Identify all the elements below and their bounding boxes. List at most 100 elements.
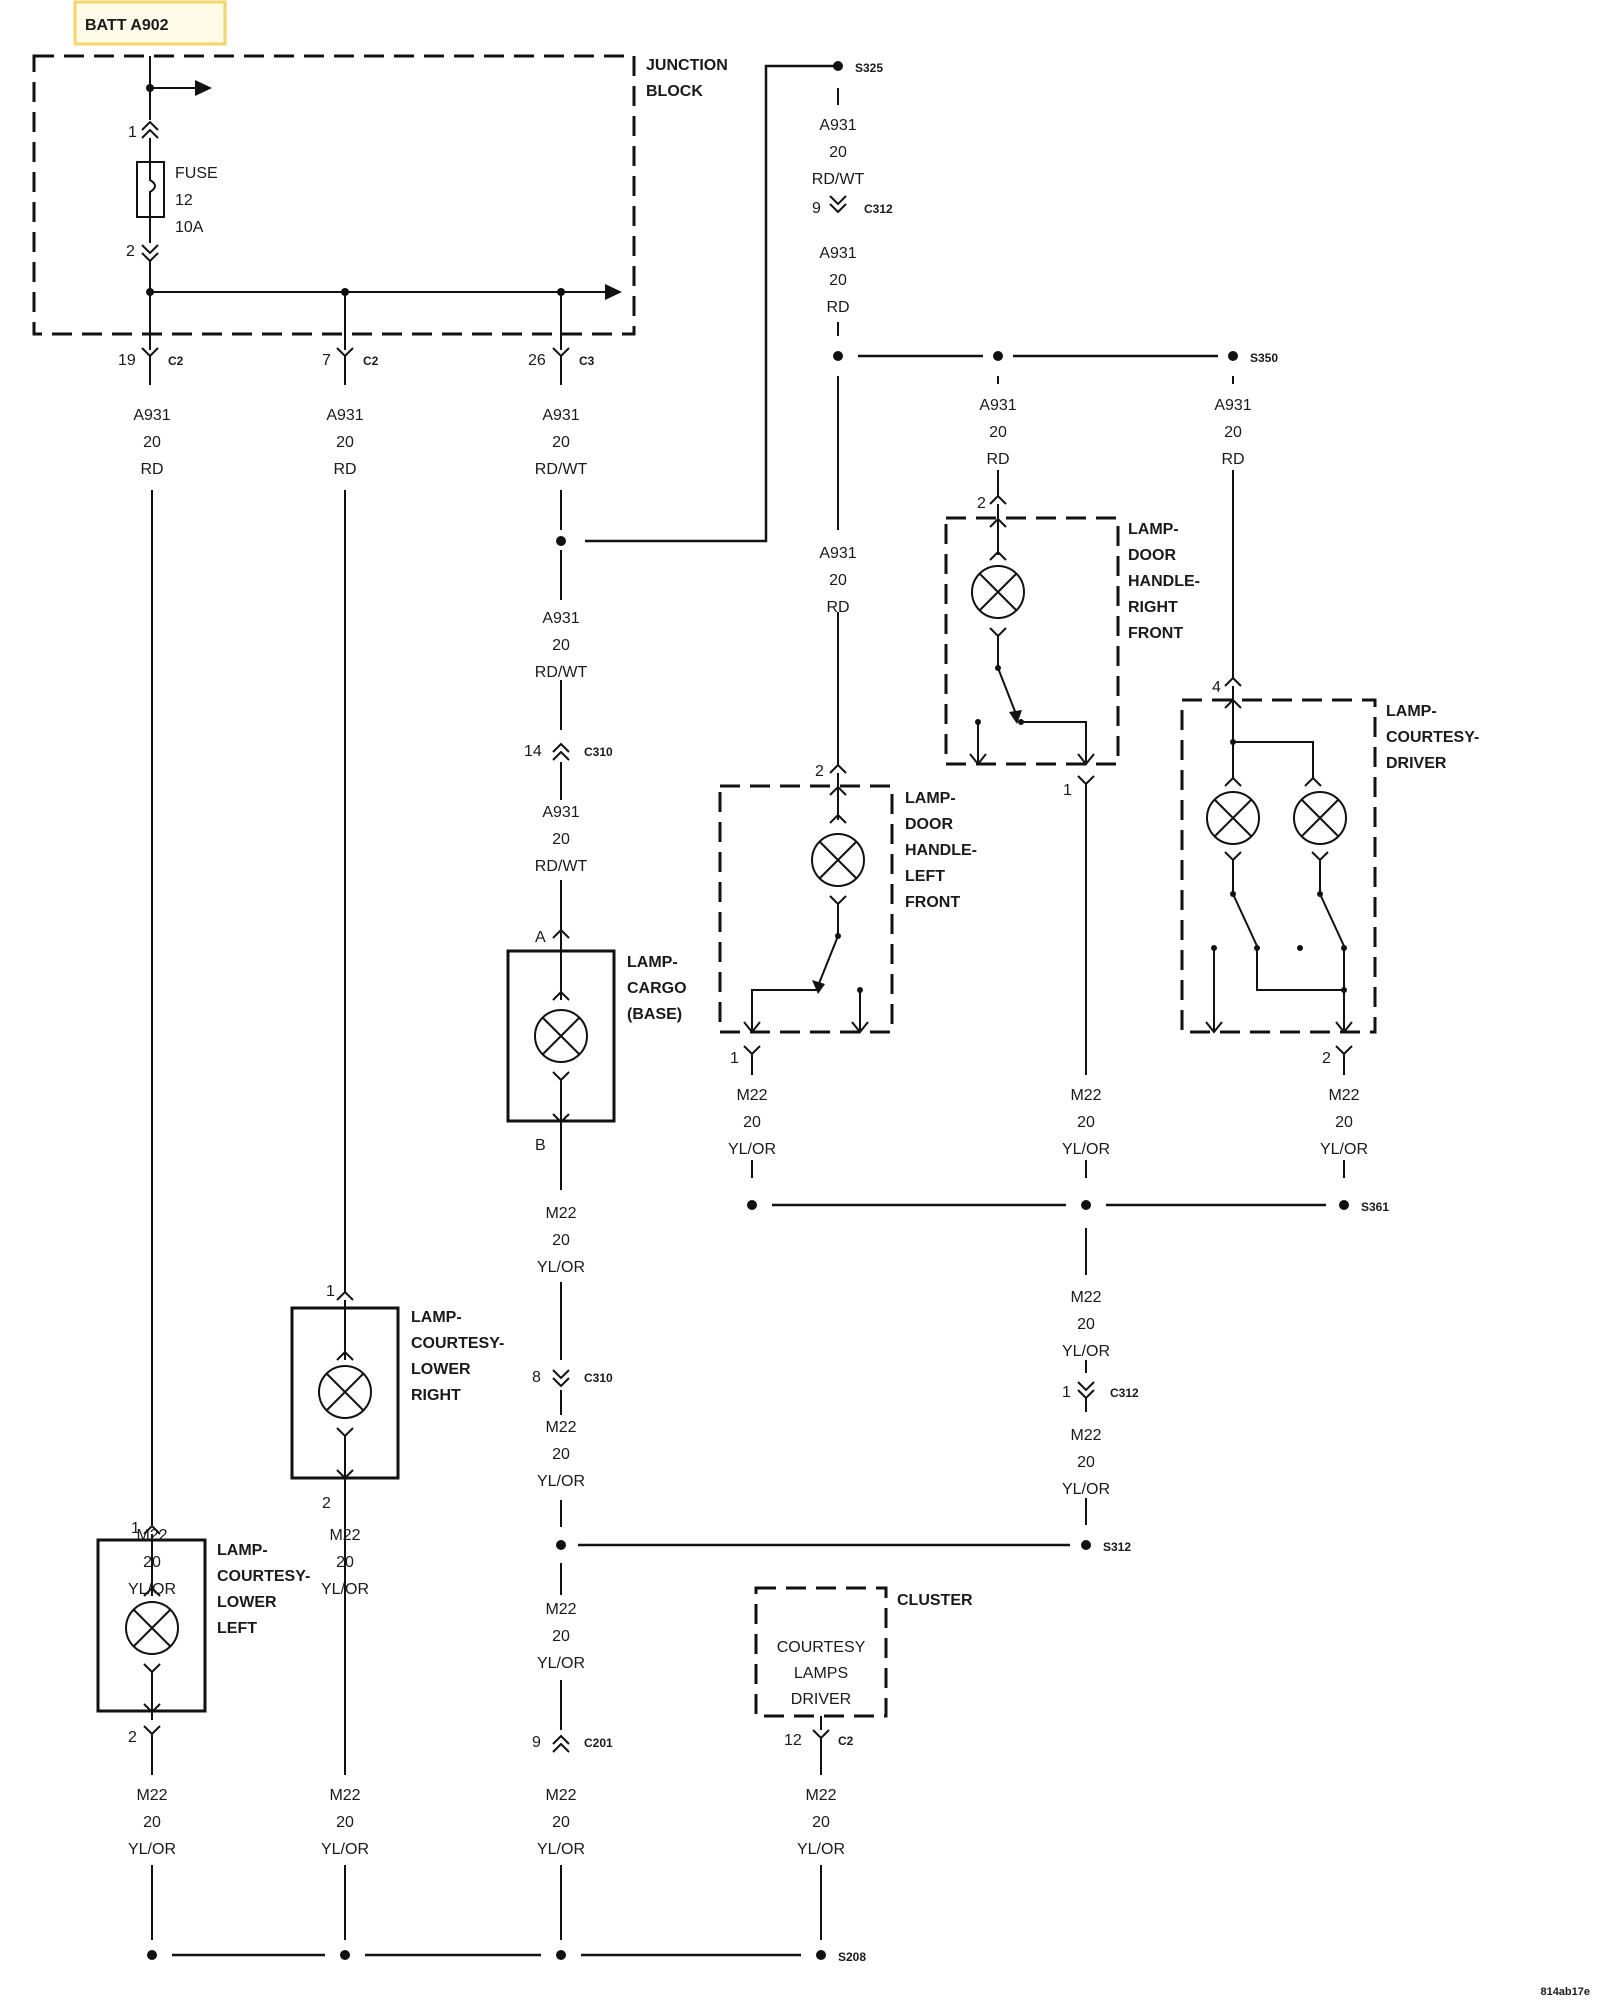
wire-label-gauge: 20 <box>552 1232 570 1249</box>
wire-label-circuit: A931 <box>979 397 1016 414</box>
svg-text:LOWER: LOWER <box>411 1361 471 1378</box>
svg-text:LAMP-: LAMP- <box>217 1542 268 1559</box>
cluster-c2-pin: 12 <box>784 1732 802 1749</box>
svg-text:26: 26 <box>528 352 546 369</box>
splice-s325: S325 <box>855 61 883 75</box>
svg-text:1: 1 <box>131 1520 140 1537</box>
wire-label-color: YL/OR <box>321 1581 369 1598</box>
splice-s312: S312 <box>1103 1540 1131 1554</box>
wire-label-circuit: M22 <box>1070 1427 1101 1444</box>
courtesy-driver-lamp: 4 LAMP- COURTESY- DRIVER <box>1180 676 1479 1034</box>
battery-feed-wire <box>146 56 212 120</box>
splice-s208: S208 <box>838 1950 866 1964</box>
svg-text:4: 4 <box>1212 679 1221 696</box>
wire-label-gauge: 20 <box>552 637 570 654</box>
svg-text:LEFT: LEFT <box>905 868 945 885</box>
wire-label-gauge: 20 <box>829 272 847 289</box>
svg-text:DOOR: DOOR <box>1128 547 1176 564</box>
wire-label-gauge: 20 <box>829 144 847 161</box>
wire-label-gauge: 20 <box>1335 1114 1353 1131</box>
wire-label-color: RD/WT <box>535 461 588 478</box>
c312-lower-pin: 1 <box>1062 1384 1071 1401</box>
wire-label-color: YL/OR <box>1062 1141 1110 1158</box>
wire-label-color: RD <box>826 299 849 316</box>
s325-splice-dot <box>833 61 843 71</box>
dhrf-pin-bottom: 1 <box>1063 782 1072 799</box>
wire-label-color: YL/OR <box>537 1473 585 1490</box>
wire-label-circuit: M22 <box>545 1205 576 1222</box>
wire-label-circuit: A931 <box>819 245 856 262</box>
splice-s361: S361 <box>1361 1200 1389 1214</box>
wire-label-gauge: 20 <box>143 1814 161 1831</box>
fuse-label-2: 12 <box>175 192 193 209</box>
wire-label-circuit: M22 <box>1070 1289 1101 1306</box>
svg-text:2: 2 <box>815 763 824 780</box>
wire-label-gauge: 20 <box>552 831 570 848</box>
svg-text:COURTESY-: COURTESY- <box>217 1568 310 1585</box>
wire-label-circuit: M22 <box>136 1527 167 1544</box>
wire-label-color: RD <box>1221 451 1244 468</box>
jb-out-3: 26 C3 <box>528 292 595 385</box>
wire-label-color: YL/OR <box>128 1841 176 1858</box>
svg-text:LAMP-: LAMP- <box>1128 521 1179 538</box>
s325-feed-wire <box>585 64 838 543</box>
wire-label-gauge: 20 <box>336 1814 354 1831</box>
svg-text:B: B <box>535 1137 546 1154</box>
battery-label-box[interactable]: BATT A902 <box>73 0 227 46</box>
svg-text:FRONT: FRONT <box>1128 625 1183 642</box>
jb-out-1: 19 C2 <box>118 292 184 385</box>
svg-text:CARGO: CARGO <box>627 980 687 997</box>
svg-text:7: 7 <box>322 352 331 369</box>
svg-text:LAMPS: LAMPS <box>794 1665 848 1682</box>
wire-label-circuit: M22 <box>1328 1087 1359 1104</box>
c310-upper-pin: 14 <box>524 743 542 760</box>
svg-text:C2: C2 <box>168 354 184 368</box>
c312-upper-pin: 9 <box>812 200 821 217</box>
c312-upper-icon <box>829 195 847 214</box>
svg-text:C3: C3 <box>579 354 595 368</box>
dhlf-out-connector <box>743 1045 761 1056</box>
fuse-pin-2: 2 <box>126 243 135 260</box>
junction-block-title-2: BLOCK <box>646 83 703 100</box>
wire-label-gauge: 20 <box>552 1628 570 1645</box>
dhrf-out-connector <box>1077 775 1095 786</box>
wire-label-circuit: A931 <box>133 407 170 424</box>
c310-upper-label: C310 <box>584 745 613 759</box>
svg-text:LAMP-: LAMP- <box>411 1309 462 1326</box>
wire-label-color: YL/OR <box>1062 1481 1110 1498</box>
dhlf-pin-bottom: 1 <box>730 1050 739 1067</box>
svg-text:LAMP-: LAMP- <box>905 790 956 807</box>
svg-text:2: 2 <box>128 1729 137 1746</box>
jb-out-2: 7 C2 <box>322 292 379 385</box>
svg-text:LAMP-: LAMP- <box>627 954 678 971</box>
door-handle-right-front-lamp: 2 LAMP- DOOR HANDLE- RIGHT FRONT <box>944 494 1200 766</box>
wire-labels: A93120RDA93120RDA93120RD/WTA93120RD/WTA9… <box>128 117 1368 1858</box>
wire-label-gauge: 20 <box>143 1554 161 1571</box>
svg-text:CLUSTER: CLUSTER <box>897 1592 973 1609</box>
wire-label-circuit: A931 <box>1214 397 1251 414</box>
wire-label-circuit: A931 <box>819 117 856 134</box>
wire-label-color: YL/OR <box>537 1841 585 1858</box>
door-handle-left-front-lamp: 2 LAMP- DOOR HANDLE- LEFT FRONT <box>718 763 977 1034</box>
svg-text:1: 1 <box>326 1283 335 1300</box>
ll-out-connector <box>143 1725 161 1736</box>
wire-label-circuit: M22 <box>545 1787 576 1804</box>
wire-label-gauge: 20 <box>989 424 1007 441</box>
svg-text:2: 2 <box>977 495 986 512</box>
c312-lower-label: C312 <box>1110 1386 1139 1400</box>
wire-label-gauge: 20 <box>829 572 847 589</box>
wire-label-circuit: A931 <box>542 407 579 424</box>
cd-pin-bottom: 2 <box>1322 1050 1331 1067</box>
